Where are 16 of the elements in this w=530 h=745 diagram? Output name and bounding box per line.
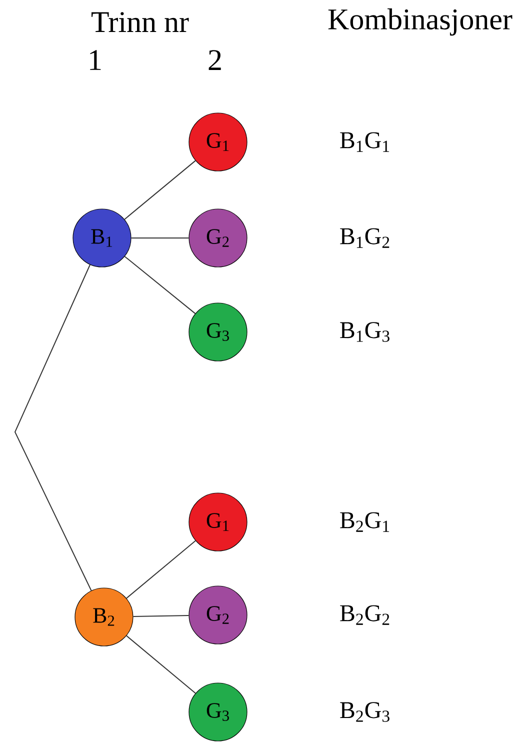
tree-branch-line bbox=[126, 635, 196, 694]
tree-branch-line bbox=[124, 256, 196, 314]
tree-branch-line bbox=[126, 540, 196, 599]
combination-label: B$_{1}$G$_{3}$ bbox=[340, 322, 390, 342]
combination-label: B$_{2}$G$_{1}$ bbox=[340, 512, 390, 532]
combination-label: B$_{2}$G$_{3}$ bbox=[340, 702, 390, 722]
heading-text: 1 bbox=[90, 50, 101, 70]
combination-label: B$_{2}$G$_{2}$ bbox=[340, 605, 390, 625]
tree-branch-line bbox=[14, 264, 92, 592]
combination-label: B$_{1}$G$_{1}$ bbox=[340, 132, 390, 152]
combination-label: B$_{1}$G$_{2}$ bbox=[340, 228, 390, 248]
heading-text: 2 bbox=[208, 50, 221, 70]
heading-text: Trinn nr bbox=[92, 12, 189, 32]
tree-branch-line bbox=[132, 615, 190, 617]
tree-branch-line bbox=[124, 160, 196, 220]
heading-text: Kombinasjoner bbox=[328, 8, 512, 36]
